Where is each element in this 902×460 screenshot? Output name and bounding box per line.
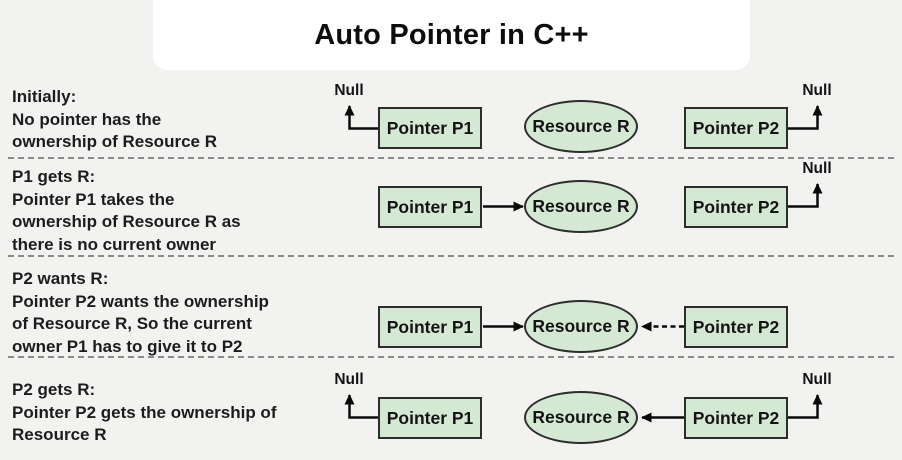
row1-p2-to-null-connector	[788, 105, 823, 130]
row4-line: Pointer P2 gets the ownership of	[12, 402, 277, 422]
row2-description: P1 gets R: Pointer P1 takes the ownershi…	[12, 166, 241, 256]
row4-line: Resource R	[12, 425, 107, 444]
row1-description: Initially: No pointer has the ownership …	[12, 86, 217, 154]
row2-heading: P1 gets R:	[12, 167, 96, 186]
row4-p1-to-null-connector	[344, 394, 379, 419]
row-separator-1	[8, 157, 894, 159]
row2-line: Pointer P1 takes the	[12, 189, 175, 209]
row1-line: No pointer has the	[12, 109, 162, 129]
row4-null-label-left: Null	[334, 371, 364, 388]
row2-null-label-right: Null	[802, 160, 832, 177]
row3-pointer-p2-node: Pointer P2	[684, 306, 788, 348]
row2-line: there is no current owner	[12, 234, 217, 254]
row1-resource-r-node: Resource R	[524, 100, 638, 153]
row3-line: of Resource R, So the current	[12, 314, 252, 333]
row4-heading: P2 gets R:	[12, 380, 96, 399]
row1-null-label-right: Null	[802, 82, 832, 99]
row3-heading: P2 wants R:	[12, 269, 109, 288]
row1-null-label-left: Null	[334, 82, 364, 99]
row4-resource-r-node: Resource R	[524, 391, 638, 444]
row1-line: ownership of Resource R	[12, 132, 217, 151]
row-separator-3	[8, 356, 894, 358]
row3-line: Pointer P2 wants the ownership	[12, 291, 269, 311]
row2-p2-to-null-connector	[788, 183, 823, 208]
row2-pointer-p1-node: Pointer P1	[378, 186, 482, 228]
row1-pointer-p1-node: Pointer P1	[378, 107, 482, 149]
row3-description: P2 wants R: Pointer P2 wants the ownersh…	[12, 268, 269, 358]
title-panel: Auto Pointer in C++	[153, 0, 750, 70]
row3-line: owner P1 has to give it to P2	[12, 336, 243, 356]
row3-resource-r-node: Resource R	[524, 300, 638, 353]
row3-pointer-p1-node: Pointer P1	[378, 306, 482, 348]
row4-pointer-p2-node: Pointer P2	[684, 397, 788, 439]
row2-resource-r-node: Resource R	[524, 180, 638, 233]
row4-p2-to-null-connector	[788, 394, 823, 419]
row4-null-label-right: Null	[802, 371, 832, 388]
page-title: Auto Pointer in C++	[314, 18, 589, 51]
row1-pointer-p2-node: Pointer P2	[684, 107, 788, 149]
row4-description: P2 gets R: Pointer P2 gets the ownership…	[12, 379, 276, 447]
row2-line: ownership of Resource R as	[12, 212, 241, 231]
row1-heading: Initially:	[12, 87, 77, 106]
row-separator-2	[8, 255, 894, 257]
row2-pointer-p2-node: Pointer P2	[684, 186, 788, 228]
row4-pointer-p1-node: Pointer P1	[378, 397, 482, 439]
row1-p1-to-null-connector	[344, 105, 379, 130]
